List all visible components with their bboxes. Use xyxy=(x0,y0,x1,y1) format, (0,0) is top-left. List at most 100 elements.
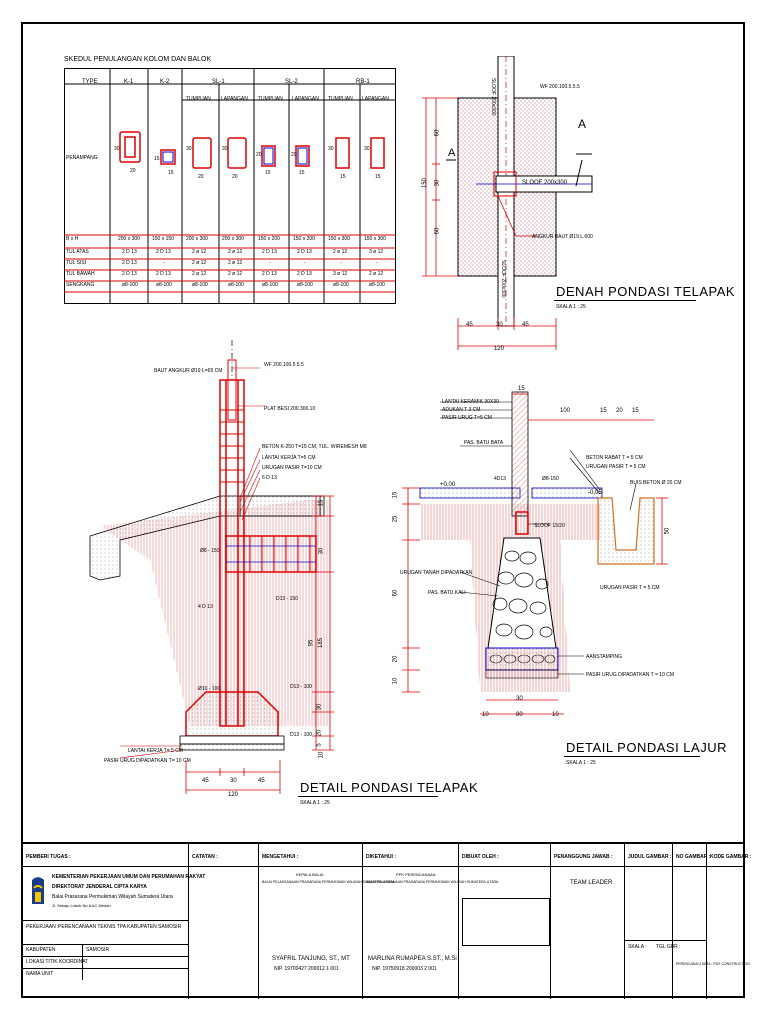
tb-ppk-name: MARLINA RUMAPEA S.ST., M.Si xyxy=(368,956,457,962)
denah-vert-top-label: SLOOF 200x300 xyxy=(490,78,496,116)
tb-lokasi-label: LOKASI TITIK KOORDINAT xyxy=(26,959,89,965)
tb-pemberi-tugas: PEMBERI TUGAS : xyxy=(26,854,71,860)
tb-nama-label: NAMA UNIT xyxy=(26,971,54,977)
lajur-note-keramik: LANTAI KERAMIK 30X30 xyxy=(442,399,499,405)
telapak-note-4d13: 4 D 13 xyxy=(198,604,213,610)
detail-telapak-drawing xyxy=(89,340,334,794)
cell: ø8-100 xyxy=(262,282,278,288)
tb-col-penanggung xyxy=(550,844,625,999)
lajur-dim-left3: 60 xyxy=(392,589,399,597)
tb-kepala-balai: KEPALA BALAI xyxy=(296,872,324,877)
denah-dim-h2: 30 xyxy=(496,322,503,328)
cell: 2 ø 12 xyxy=(333,249,348,255)
svg-text:20: 20 xyxy=(291,152,297,158)
tb-ppk-desc: BALAI PELAKSANAAN PRASARANA PERMUKIMAN W… xyxy=(366,880,499,884)
lajur-note-urugan-pasir: URUGAN PASIR T = 5 CM xyxy=(586,464,646,470)
lajur-dim-right1: 50 xyxy=(664,527,671,535)
cell: ø8-100 xyxy=(369,282,385,288)
cell: ø8-100 xyxy=(192,282,208,288)
tb-col-nogambar xyxy=(672,844,707,999)
schedule-type-k1: K-1 xyxy=(124,79,134,85)
denah-title-underline xyxy=(554,300,696,301)
tb-line-kabupaten xyxy=(22,944,188,945)
telapak-dim-v2: 30 xyxy=(318,547,325,555)
denah-dim-v1: 60 xyxy=(434,129,441,137)
lajur-dim-bot2: 10 xyxy=(482,712,489,718)
lajur-note-urugan-pasir-2: URUGAN PASIR T = 5 CM xyxy=(600,585,660,591)
lajur-dim-left5: 10 xyxy=(392,677,399,685)
tb-col-judul xyxy=(624,844,673,999)
svg-text:20: 20 xyxy=(198,174,204,180)
svg-text:A: A xyxy=(578,117,586,131)
lajur-note-pasir-urug-dipadatkan: PASIR URUG DIPADATKAN T = 10 CM xyxy=(586,672,675,678)
sub-lapangan-3: LAPANGAN xyxy=(362,96,389,102)
tb-kabupaten-value: SAMOSIR xyxy=(86,947,110,953)
tb-col-dibuat xyxy=(458,844,551,999)
svg-text:30: 30 xyxy=(222,146,228,152)
lajur-note-beton-rabat: BETON RABAT T = 5 CM xyxy=(586,455,643,461)
cell: - xyxy=(163,260,165,266)
cell: ø8-100 xyxy=(122,282,138,288)
telapak-note-plat: PLAT BESI 200.300.10 xyxy=(264,406,316,412)
lajur-title-underline xyxy=(564,756,700,757)
telapak-note-d13-150: D13 - 150 xyxy=(276,596,298,602)
schedule-title: SKEDUL PENULANGAN KOLOM DAN BALOK xyxy=(64,56,212,63)
cell: 200 x 300 xyxy=(186,236,208,242)
lajur-dim-left2: 25 xyxy=(392,515,399,523)
telapak-note-lantai-kerja-bot: LANTAI KERJA T= 5 CM xyxy=(128,748,183,754)
tb-pekerjaan-label: PEKERJAAN : xyxy=(26,924,59,930)
telapak-note-pasir-urug: PASIR URUG DIPADATKAN T= 10 CM xyxy=(104,758,191,764)
cell: 150 x 300 xyxy=(364,236,386,242)
cell: 2 D 13 xyxy=(297,271,312,277)
sub-lapangan-1: LAPANGAN xyxy=(221,96,248,102)
cell: 2 ø 12 xyxy=(228,271,243,277)
cell: 2 ø 12 xyxy=(192,260,207,266)
lajur-dim-top3: 15 xyxy=(600,408,607,414)
title-block: PEMBERI TUGAS : CATATAN : MENGETAHUI : D… xyxy=(22,842,751,999)
telapak-note-lantai-kerja: LANTAI KERJA T=5 CM xyxy=(262,455,316,461)
cell: - xyxy=(304,260,306,266)
pupr-logo xyxy=(32,877,44,904)
detail-lajur-title: DETAIL PONDASI LAJUR xyxy=(566,740,727,755)
telapak-dim-v5: 30 xyxy=(316,703,323,711)
denah-scale: SKALA 1 : 25 xyxy=(556,304,586,310)
cell: ø8-100 xyxy=(228,282,244,288)
sub-lapangan-2: LAPANGAN xyxy=(292,96,319,102)
tb-col-catatan xyxy=(188,844,259,999)
lajur-dim-left1: 15 xyxy=(392,491,399,499)
svg-text:15: 15 xyxy=(340,174,346,180)
cell: ø8-100 xyxy=(297,282,313,288)
denah-dim-h-total: 120 xyxy=(494,346,505,352)
tb-col-mengetahui xyxy=(258,844,363,999)
tb-line-nama xyxy=(22,968,188,969)
detail-lajur-drawing xyxy=(402,391,668,715)
detail-telapak-title: DETAIL PONDASI TELAPAK xyxy=(300,780,479,795)
tb-diketahui: DIKETAHUI : xyxy=(366,854,396,860)
telapak-note-o8: Ø8 - 150 xyxy=(200,548,220,554)
cell: 2 D 13 xyxy=(122,271,137,277)
svg-text:15: 15 xyxy=(299,170,305,176)
row-label: B x H xyxy=(66,236,79,242)
lajur-note-elev-0: +0.00 xyxy=(440,482,456,488)
dim-k1: 20 xyxy=(130,168,136,174)
tb-ppk-nip: NIP. 19750918 200003 2 001 xyxy=(372,966,437,972)
tb-header-line xyxy=(22,866,744,867)
lajur-note-adukan: ADUKAN T 3 CM xyxy=(442,407,481,413)
lajur-note-buis-beton: BUIS BETON Ø 20 CM xyxy=(630,480,682,486)
svg-text:15: 15 xyxy=(168,170,174,176)
svg-text:20: 20 xyxy=(232,174,238,180)
svg-text:30: 30 xyxy=(114,146,120,152)
cell: 3 ø 12 xyxy=(333,271,348,277)
denah-angkur-label: ANGKUR BAUT Ø19 L.600 xyxy=(532,234,593,240)
cell: 2 ø 12 xyxy=(369,271,384,277)
telapak-note-d13-100b: D13 - 100 xyxy=(290,732,312,738)
schedule-type-k2: K-2 xyxy=(160,79,170,85)
cell: 2 D 13 xyxy=(262,271,277,277)
cell: ø8-100 xyxy=(156,282,172,288)
tb-skala: SKALA : xyxy=(628,944,647,950)
tb-mengetahui: MENGETAHUI : xyxy=(262,854,299,860)
telapak-note-o10: Ø10 - 100 xyxy=(198,686,221,692)
lajur-note-batu-bata: PAS. BATU BATA xyxy=(464,440,504,446)
drawing-sheet-border xyxy=(21,22,745,998)
telapak-dim-v6: 20 xyxy=(316,729,323,737)
